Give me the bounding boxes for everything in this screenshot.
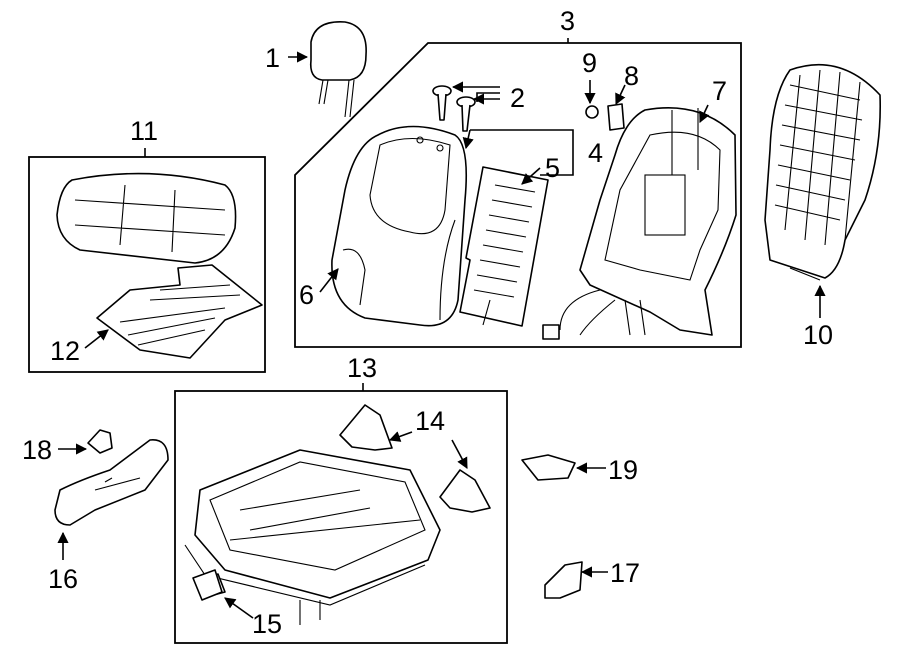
callout-6: 6 — [299, 280, 314, 310]
clip-18-icon[interactable] — [87, 429, 113, 454]
callout-10: 10 — [803, 320, 833, 350]
callout-8: 8 — [624, 61, 639, 91]
callout-13: 13 — [347, 353, 377, 383]
seatback-heater-icon[interactable] — [459, 166, 549, 327]
callout-18: 18 — [22, 435, 52, 465]
cushion-icon[interactable] — [56, 172, 237, 264]
callout-12: 12 — [50, 336, 80, 366]
seat-track-icon[interactable] — [184, 449, 441, 625]
callout-1: 1 — [265, 43, 280, 73]
cushion-heater-icon[interactable] — [96, 264, 263, 359]
callout-14: 14 — [415, 406, 445, 436]
leader-lines — [57, 38, 826, 619]
group-box-seatback — [294, 42, 742, 348]
seatback-frame-icon[interactable] — [542, 107, 737, 340]
switch-icon[interactable] — [192, 569, 223, 601]
clip-icon[interactable] — [607, 103, 625, 131]
callout-11: 11 — [130, 116, 158, 146]
callout-15: 15 — [252, 609, 282, 639]
grommet-icon[interactable] — [585, 105, 599, 119]
bracket-icon[interactable] — [339, 404, 491, 513]
callout-7: 7 — [712, 76, 727, 106]
callout-2: 2 — [510, 83, 525, 113]
callout-9: 9 — [582, 48, 597, 78]
callout-3: 3 — [560, 6, 575, 36]
side-shield-icon[interactable] — [54, 439, 169, 526]
cover-19-icon[interactable] — [521, 454, 576, 481]
callout-4: 4 — [588, 138, 603, 168]
headrest-icon[interactable] — [309, 21, 367, 118]
callout-5: 5 — [545, 153, 560, 183]
group-box-cushion — [28, 156, 266, 373]
guide-pin-icon[interactable] — [432, 85, 476, 132]
callout-16: 16 — [48, 564, 78, 594]
callout-19: 19 — [608, 455, 638, 485]
seatback-pad-icon[interactable] — [764, 63, 882, 281]
cover-17-icon[interactable] — [544, 561, 583, 599]
callout-labels: 1 2 3 4 5 6 7 8 9 10 11 12 13 14 15 16 1… — [22, 6, 833, 639]
callout-17: 17 — [610, 558, 640, 588]
group-box-track — [174, 390, 508, 644]
seatback-cover-icon[interactable] — [331, 125, 468, 327]
